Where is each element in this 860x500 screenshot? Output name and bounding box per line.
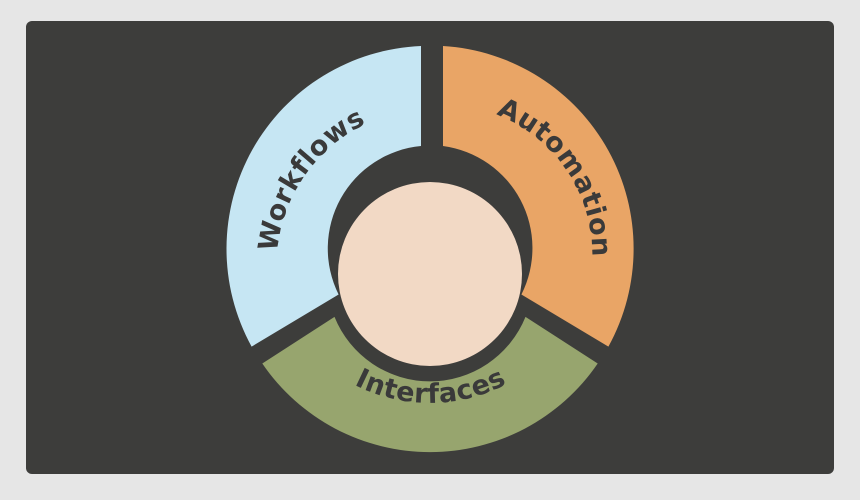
segment-interfaces — [262, 316, 598, 453]
segment-workflows — [226, 46, 421, 347]
segment-automation — [443, 46, 634, 347]
center-hub — [338, 182, 522, 366]
